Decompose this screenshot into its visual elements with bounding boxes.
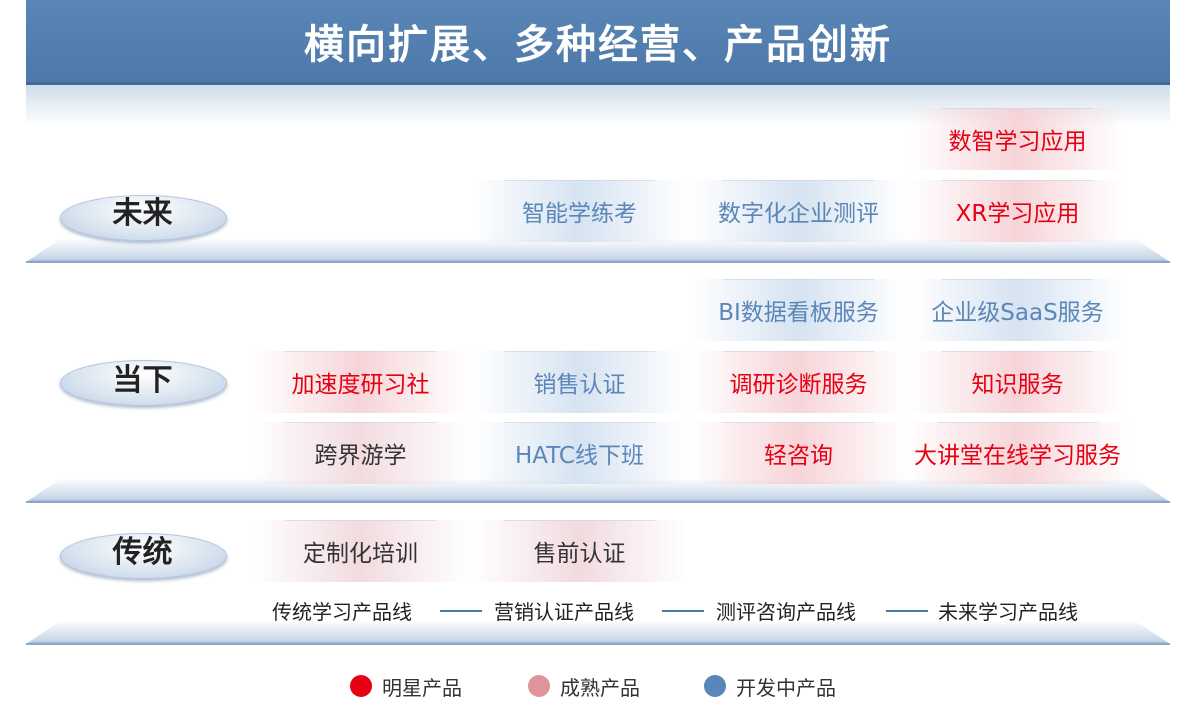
product-cell: 智能学练考: [472, 180, 687, 242]
product-cell: 数智学习应用: [910, 108, 1125, 170]
level-label-future: 未来: [112, 196, 173, 231]
product-cell: 企业级SaaS服务: [910, 279, 1125, 341]
level-ellipse-future: [60, 195, 227, 241]
product-cell: BI数据看板服务: [691, 279, 906, 341]
platform-traditional: [26, 620, 1170, 644]
product-cell: 售前认证: [472, 520, 687, 582]
platform-line-future: [26, 261, 1170, 263]
product-cell: 调研诊断服务: [691, 351, 906, 413]
legend-dot-icon: [350, 675, 372, 697]
legend-dot-icon: [704, 675, 726, 697]
product-cell: 轻咨询: [691, 422, 906, 484]
legend-label: 成熟产品: [560, 675, 640, 700]
legend-item-star: 明星产品: [350, 674, 462, 700]
connector-line: [662, 610, 704, 612]
legend-item-dev: 开发中产品: [704, 674, 836, 700]
level-label-traditional: 传统: [112, 535, 173, 570]
level-ellipse-traditional: [60, 533, 227, 579]
legend-label: 明星产品: [382, 675, 462, 700]
level-label-present: 当下: [112, 363, 173, 398]
product-lines-row: 传统学习产品线 营销认证产品线 测评咨询产品线 未来学习产品线: [230, 596, 1130, 626]
product-cell: 定制化培训: [253, 520, 468, 582]
product-line-label: 测评咨询产品线: [716, 600, 856, 624]
product-cell: HATC线下班: [472, 422, 687, 484]
product-cell: 大讲堂在线学习服务: [904, 422, 1131, 484]
product-cell: 数字化企业测评: [691, 180, 906, 242]
connector-line: [886, 610, 928, 612]
legend-label: 开发中产品: [736, 675, 836, 700]
level-ellipse-present: [60, 360, 227, 406]
platform-line-traditional: [26, 643, 1170, 645]
platform-future: [26, 238, 1170, 262]
legend-item-mature: 成熟产品: [528, 674, 640, 700]
product-line-label: 营销认证产品线: [494, 600, 634, 624]
product-cell: 跨界游学: [253, 422, 468, 484]
platform-line-present: [26, 501, 1170, 503]
product-cell: 销售认证: [472, 351, 687, 413]
page-title: 横向扩展、多种经营、产品创新: [304, 22, 892, 68]
legend-dot-icon: [528, 675, 550, 697]
product-cell: 知识服务: [910, 351, 1125, 413]
product-line-label: 未来学习产品线: [938, 600, 1078, 624]
product-line-label: 传统学习产品线: [272, 600, 412, 624]
title-banner: 横向扩展、多种经营、产品创新: [26, 0, 1170, 85]
product-cell: XR学习应用: [910, 180, 1125, 242]
connector-line: [440, 610, 482, 612]
product-cell: 加速度研习社: [253, 351, 468, 413]
